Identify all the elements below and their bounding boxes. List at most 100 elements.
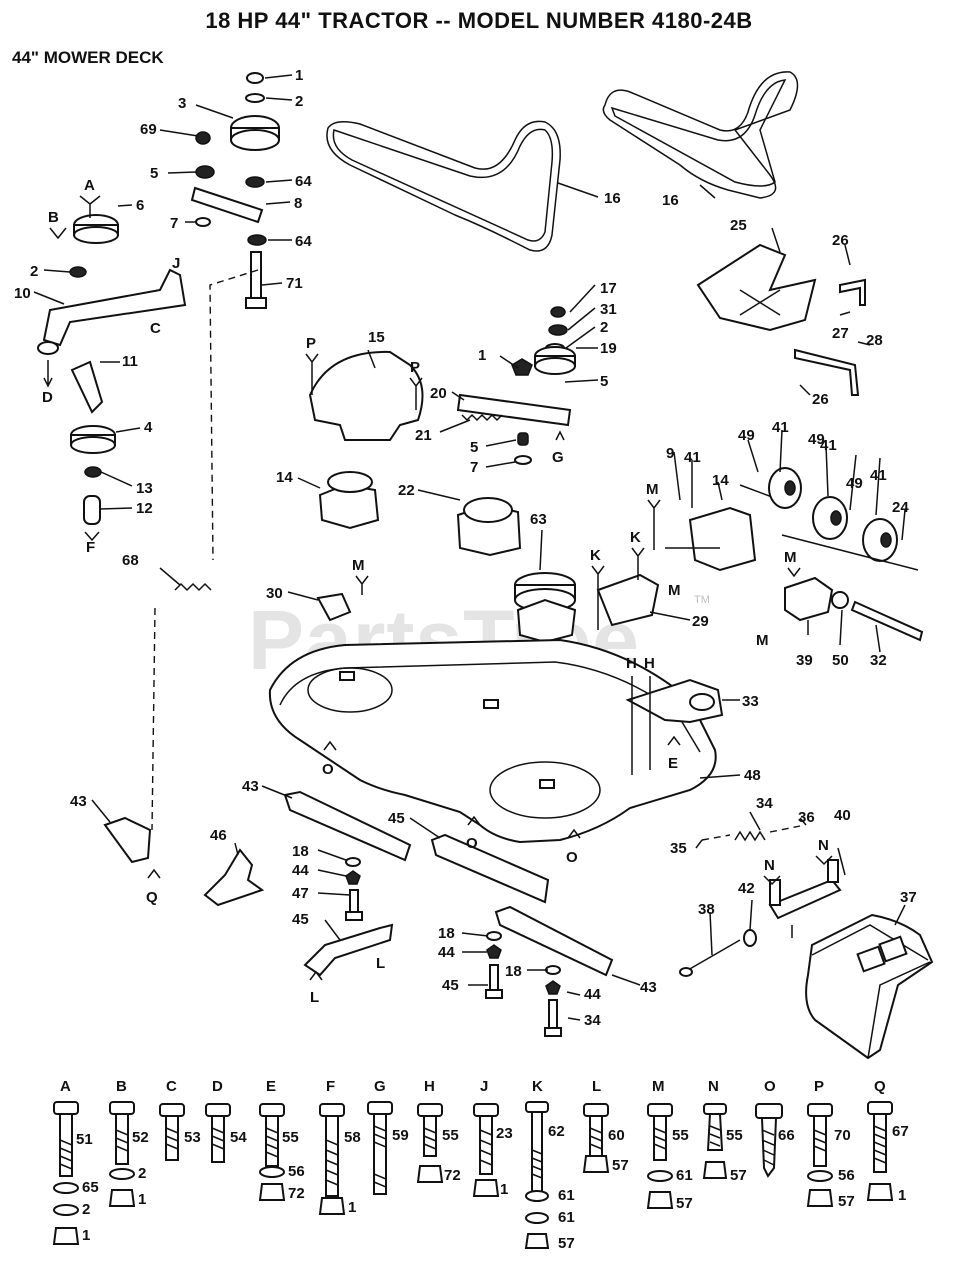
link-28[interactable]	[794, 348, 860, 396]
kit-e-part: 72	[288, 1185, 305, 1202]
callout: 5	[470, 439, 478, 456]
kit-n-part: 55	[726, 1127, 743, 1144]
deck-bracket-25[interactable]	[696, 243, 817, 332]
callout: 48	[744, 767, 761, 784]
callout: 12	[136, 500, 153, 517]
kit-b-part: 52	[132, 1129, 149, 1146]
kit-a-part: 65	[82, 1179, 99, 1196]
kit-letter-o: O	[764, 1078, 776, 1095]
callout: 26	[832, 232, 849, 249]
callout: 16	[662, 192, 679, 209]
kit-c-part: 53	[184, 1129, 201, 1146]
idler-arm-20[interactable]	[456, 393, 572, 427]
callout: 63	[530, 511, 547, 528]
rod-37[interactable]	[768, 878, 842, 920]
blade-43-center[interactable]	[430, 833, 550, 904]
idler-arm-8[interactable]	[190, 186, 264, 224]
marker: O	[566, 849, 578, 866]
callout: 43	[242, 778, 259, 795]
hanger-29[interactable]	[784, 576, 834, 622]
callout: 3	[178, 95, 186, 112]
section-title: 44" MOWER DECK	[12, 48, 164, 67]
belt-16-left[interactable]	[326, 120, 561, 252]
marker: O	[466, 835, 478, 852]
marker: N	[818, 837, 829, 854]
callout: 45	[442, 977, 459, 994]
callout: 2	[295, 93, 303, 110]
clip-63[interactable]	[316, 592, 352, 622]
callout: 1	[478, 347, 486, 364]
callout: 10	[14, 285, 31, 302]
blade-bolt-group-right	[544, 965, 562, 1037]
kit-a-part: 1	[82, 1227, 90, 1244]
kit-letter-m: M	[652, 1078, 665, 1095]
marker: M	[784, 549, 797, 566]
spring-35[interactable]	[734, 830, 766, 842]
kit-f-part: 1	[348, 1199, 356, 1216]
bracket-48[interactable]	[103, 816, 152, 864]
roller-49-b[interactable]	[812, 496, 848, 540]
belt-16-right[interactable]	[602, 71, 799, 199]
bolt-71[interactable]	[250, 251, 262, 305]
kit-o-part: 66	[778, 1127, 795, 1144]
callout: 49	[738, 427, 755, 444]
callout: 22	[398, 482, 415, 499]
blade-43-left[interactable]	[283, 790, 412, 862]
deck-shield-38[interactable]	[805, 913, 934, 1060]
callout: 33	[742, 693, 759, 710]
kit-e-part: 56	[288, 1163, 305, 1180]
baffle-46[interactable]	[303, 923, 394, 977]
callout: 18	[292, 843, 309, 860]
kit-b-part: 1	[138, 1191, 146, 1208]
kit-letter-g: G	[374, 1078, 386, 1095]
marker: B	[48, 209, 59, 226]
callout: 49	[846, 475, 863, 492]
idler-bracket-10[interactable]	[42, 268, 187, 347]
kit-letter-d: D	[212, 1078, 223, 1095]
marker: K	[630, 529, 641, 546]
kit-l-part: 60	[608, 1127, 625, 1144]
washer-40[interactable]	[743, 929, 757, 947]
hanger-24[interactable]	[688, 506, 757, 572]
callout: 7	[170, 215, 178, 232]
marker: M	[646, 481, 659, 498]
callout: 41	[772, 419, 789, 436]
bracket-47[interactable]	[203, 848, 265, 907]
kit-m-part: 61	[676, 1167, 693, 1184]
kit-letter-j: J	[480, 1078, 488, 1095]
roller-49-c[interactable]	[862, 518, 898, 562]
callout: 8	[294, 195, 302, 212]
callout: 19	[600, 340, 617, 357]
leader-lines	[33, 74, 906, 1021]
belt-guard-15[interactable]	[308, 350, 424, 441]
washer-39[interactable]	[831, 591, 849, 609]
callout: 7	[470, 459, 478, 476]
arm-11[interactable]	[70, 360, 104, 414]
spring-21[interactable]	[461, 413, 503, 422]
kit-k-part: 61	[558, 1187, 575, 1204]
marker: F	[86, 539, 95, 556]
rod-42[interactable]	[687, 939, 741, 971]
marker: K	[590, 547, 601, 564]
blade-43-right[interactable]	[494, 905, 614, 977]
spacer-12[interactable]	[83, 495, 101, 525]
kit-letter-q: Q	[874, 1078, 886, 1095]
kit-letter-k: K	[532, 1078, 543, 1095]
callout: 29	[692, 613, 709, 630]
marker: H	[626, 655, 637, 672]
spring-68[interactable]	[174, 582, 212, 592]
mower-deck-33[interactable]	[268, 638, 717, 844]
hardware-kits: A B C D E F G H J K L M N O P Q 51 65 2 …	[52, 1078, 909, 1252]
arm-32[interactable]	[625, 678, 724, 724]
callout: 49	[808, 431, 825, 448]
callout: 35	[670, 840, 687, 857]
link-27[interactable]	[839, 278, 866, 306]
kit-g-part: 59	[392, 1127, 409, 1144]
bracket-30[interactable]	[596, 573, 660, 627]
rod-50[interactable]	[850, 600, 924, 642]
callout: 31	[600, 301, 617, 318]
callout: 24	[892, 499, 909, 516]
callout: 34	[756, 795, 773, 812]
page-title: 18 HP 44" TRACTOR -- MODEL NUMBER 4180-2…	[205, 8, 753, 33]
callout: 27	[832, 325, 849, 342]
